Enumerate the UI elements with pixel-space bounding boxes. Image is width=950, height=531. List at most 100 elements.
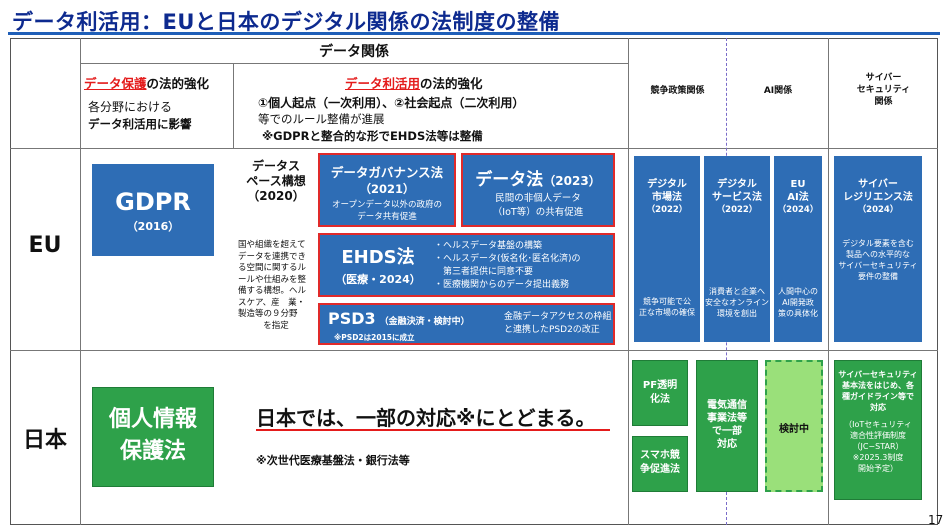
protection-title-rest: の法的強化 [146, 76, 210, 91]
pi-line-1: 個人情報 [108, 407, 197, 432]
strategy-desc-line: 製造等の９分野 [238, 309, 298, 319]
utilization-line-3: ※GDPRと整合的な形でEHDS法等は整備 [262, 129, 483, 143]
strategy-desc-line: る空間に関するル [238, 263, 307, 273]
smart-line-1: スマホ競 [640, 450, 680, 461]
cyber-resilience-act-box: サイバー レジリエンス法 （2024） デジタル要素を含む 製品への水平的な サ… [834, 156, 922, 342]
cra-desc-2: 製品への水平的な [846, 250, 910, 259]
cyber-desc-9: ※2025.3制度 [852, 453, 904, 462]
ehds-heading: EHDS法 （医療・2024） [324, 243, 432, 287]
cyber-header-line-1: サイバー [865, 73, 902, 83]
cra-title-1: サイバー [858, 179, 898, 190]
dsa-desc-1: 消費者と企業へ [709, 287, 765, 296]
ai-header: AI関係 [763, 86, 793, 96]
strategy-desc-line: 国や組織を超えて [238, 240, 306, 250]
ehds-box: EHDS法 （医療・2024） ・ヘルスデータ基盤の構築 ・ヘルスデータ(仮名化… [318, 233, 615, 297]
psd3-desc-2: と連携したPSD2の改正 [504, 325, 600, 335]
smartphone-competition-act-box: スマホ競 争促進法 [632, 436, 688, 492]
strategy-desc-line: 備する構想。ヘル [238, 286, 307, 296]
cra-title-2: レジリエンス法 [843, 192, 913, 203]
data-relation-header: データ関係 [319, 44, 389, 60]
data-act-year: （2023） [543, 174, 601, 188]
ehds-title: EHDS法 [341, 247, 415, 268]
dma-title-1: デジタル [647, 179, 687, 190]
telecom-line-1: 電気通信 [707, 400, 747, 411]
psd3-heading: PSD3（金融決済・検討中） [328, 309, 470, 328]
divider [233, 63, 234, 148]
ehds-items: ・ヘルスデータ基盤の構築 ・ヘルスデータ(仮名化･匿名化済)の 第三者提供に同意… [434, 240, 581, 292]
ai-title-1: EU [790, 179, 806, 190]
strategy-desc-line: を指定 [263, 320, 289, 331]
cyber-desc-4: 対応 [870, 403, 886, 412]
psd3-box: PSD3（金融決済・検討中） ※PSD2は2015に成立 金融データアクセスの枠… [318, 303, 615, 345]
page-title: データ利活用：EUと日本のデジタル関係の法制度の整備 [12, 10, 560, 34]
divider [10, 148, 938, 149]
dsa-year: （2022） [716, 205, 758, 215]
utilization-line-2: 等でのルール整備が進展 [258, 112, 385, 126]
ai-year: （2024） [777, 205, 819, 215]
strategy-line-1: データス [251, 159, 300, 173]
ehds-sub: （医療・2024） [335, 273, 421, 286]
ehds-item: 第三者提供に同意不要 [434, 267, 534, 277]
eu-ai-act-box: EU AI法 （2024） 人間中心の AI開発政 策の具体化 [774, 156, 822, 342]
divider [10, 350, 938, 351]
partial-response-statement: 日本では、一部の対応※にとどまる。 [256, 406, 596, 430]
partial-response-note: ※次世代医療基盤法・銀行法等 [256, 454, 410, 467]
protection-line-2: データ利活用に影響 [88, 117, 192, 131]
ehds-item: ・ヘルスデータ(仮名化･匿名化済)の [434, 254, 581, 264]
strategy-desc-line: スケア、産 業・ [238, 297, 306, 308]
page-number: 17 [928, 513, 944, 527]
data-governance-act-box: データガバナンス法 （2021） オープンデータ以外の政府の データ共有促進 [318, 153, 456, 227]
utilization-title-rest: の法的強化 [420, 76, 483, 91]
ai-desc-3: 策の具体化 [778, 309, 818, 318]
data-act-desc-1: 民間の非個人データ [495, 193, 581, 204]
competition-header: 競争政策関係 [650, 86, 705, 96]
dma-desc-1: 競争可能で公 [643, 297, 691, 306]
partial-response-underline [256, 429, 610, 431]
pf-transparency-act-box: PF透明 化法 [632, 360, 688, 426]
psd3-sub: （金融決済・検討中） [379, 317, 470, 327]
psd3-desc-1: 金融データアクセスの枠組 [504, 312, 612, 322]
data-act-title: データ法 [475, 170, 544, 190]
dma-desc-2: 正な市場の確保 [639, 308, 695, 317]
dsa-desc-3: 環境を創出 [717, 309, 757, 318]
personal-info-protection-act-box: 個人情報 保護法 [92, 387, 214, 487]
dsa-title-1: デジタル [717, 179, 757, 190]
cyber-desc-1: サイバーセキュリティ [838, 370, 918, 379]
divider [628, 38, 629, 525]
cyber-header: サイバー セキュリティ 関係 [829, 72, 938, 108]
gdpr-year: （2016） [126, 220, 180, 233]
divider [828, 38, 829, 525]
digital-markets-act-box: デジタル 市場法 （2022） 競争可能で公 正な市場の確保 [634, 156, 700, 342]
ai-under-review-box: 検討中 [765, 360, 823, 492]
cyber-desc-6: （IoTセキュリティ [844, 420, 912, 429]
smart-line-2: 争促進法 [640, 464, 680, 475]
cyber-header-line-2: セキュリティ [856, 85, 911, 95]
cyber-header-line-3: 関係 [874, 97, 893, 107]
strategy-desc-line: データを連携でき [238, 251, 307, 262]
data-act-desc-2: （IoT等）の共有促進 [492, 207, 584, 218]
divider [80, 63, 628, 64]
dma-year: （2022） [646, 205, 688, 215]
cra-desc-3: サイバーセキュリティ [838, 261, 918, 270]
strategy-line-2: ペース構想 [246, 174, 306, 188]
telecom-line-4: 対応 [717, 439, 737, 450]
cyber-desc-3: 種ガイドライン等で [842, 392, 914, 401]
data-space-strategy: データス ペース構想 （2020） [240, 159, 312, 204]
cyber-desc-2: 基本法をはじめ、各 [842, 381, 914, 390]
cyber-desc-10: 開始予定） [858, 464, 898, 473]
strategy-line-3: （2020） [247, 189, 305, 203]
gdpr-box: GDPR （2016） [92, 164, 214, 256]
telecom-line-2: 事業法等 [707, 413, 747, 424]
cra-year: （2024） [857, 205, 899, 215]
ai-desc-2: AI開発政 [782, 298, 814, 307]
table-frame [10, 38, 938, 525]
ehds-item: ・ヘルスデータ基盤の構築 [434, 241, 543, 251]
dga-year: （2021） [359, 182, 415, 196]
utilization-title-highlight: データ利活用 [345, 76, 421, 91]
utilization-title: データ利活用の法的強化 [345, 73, 483, 92]
pf-line-2: 化法 [650, 394, 670, 405]
row-label-eu: EU [28, 233, 62, 258]
dga-desc-2: データ共有促進 [357, 212, 417, 222]
telecom-line-3: で一部 [712, 426, 742, 437]
under-review-label: 検討中 [779, 424, 809, 435]
